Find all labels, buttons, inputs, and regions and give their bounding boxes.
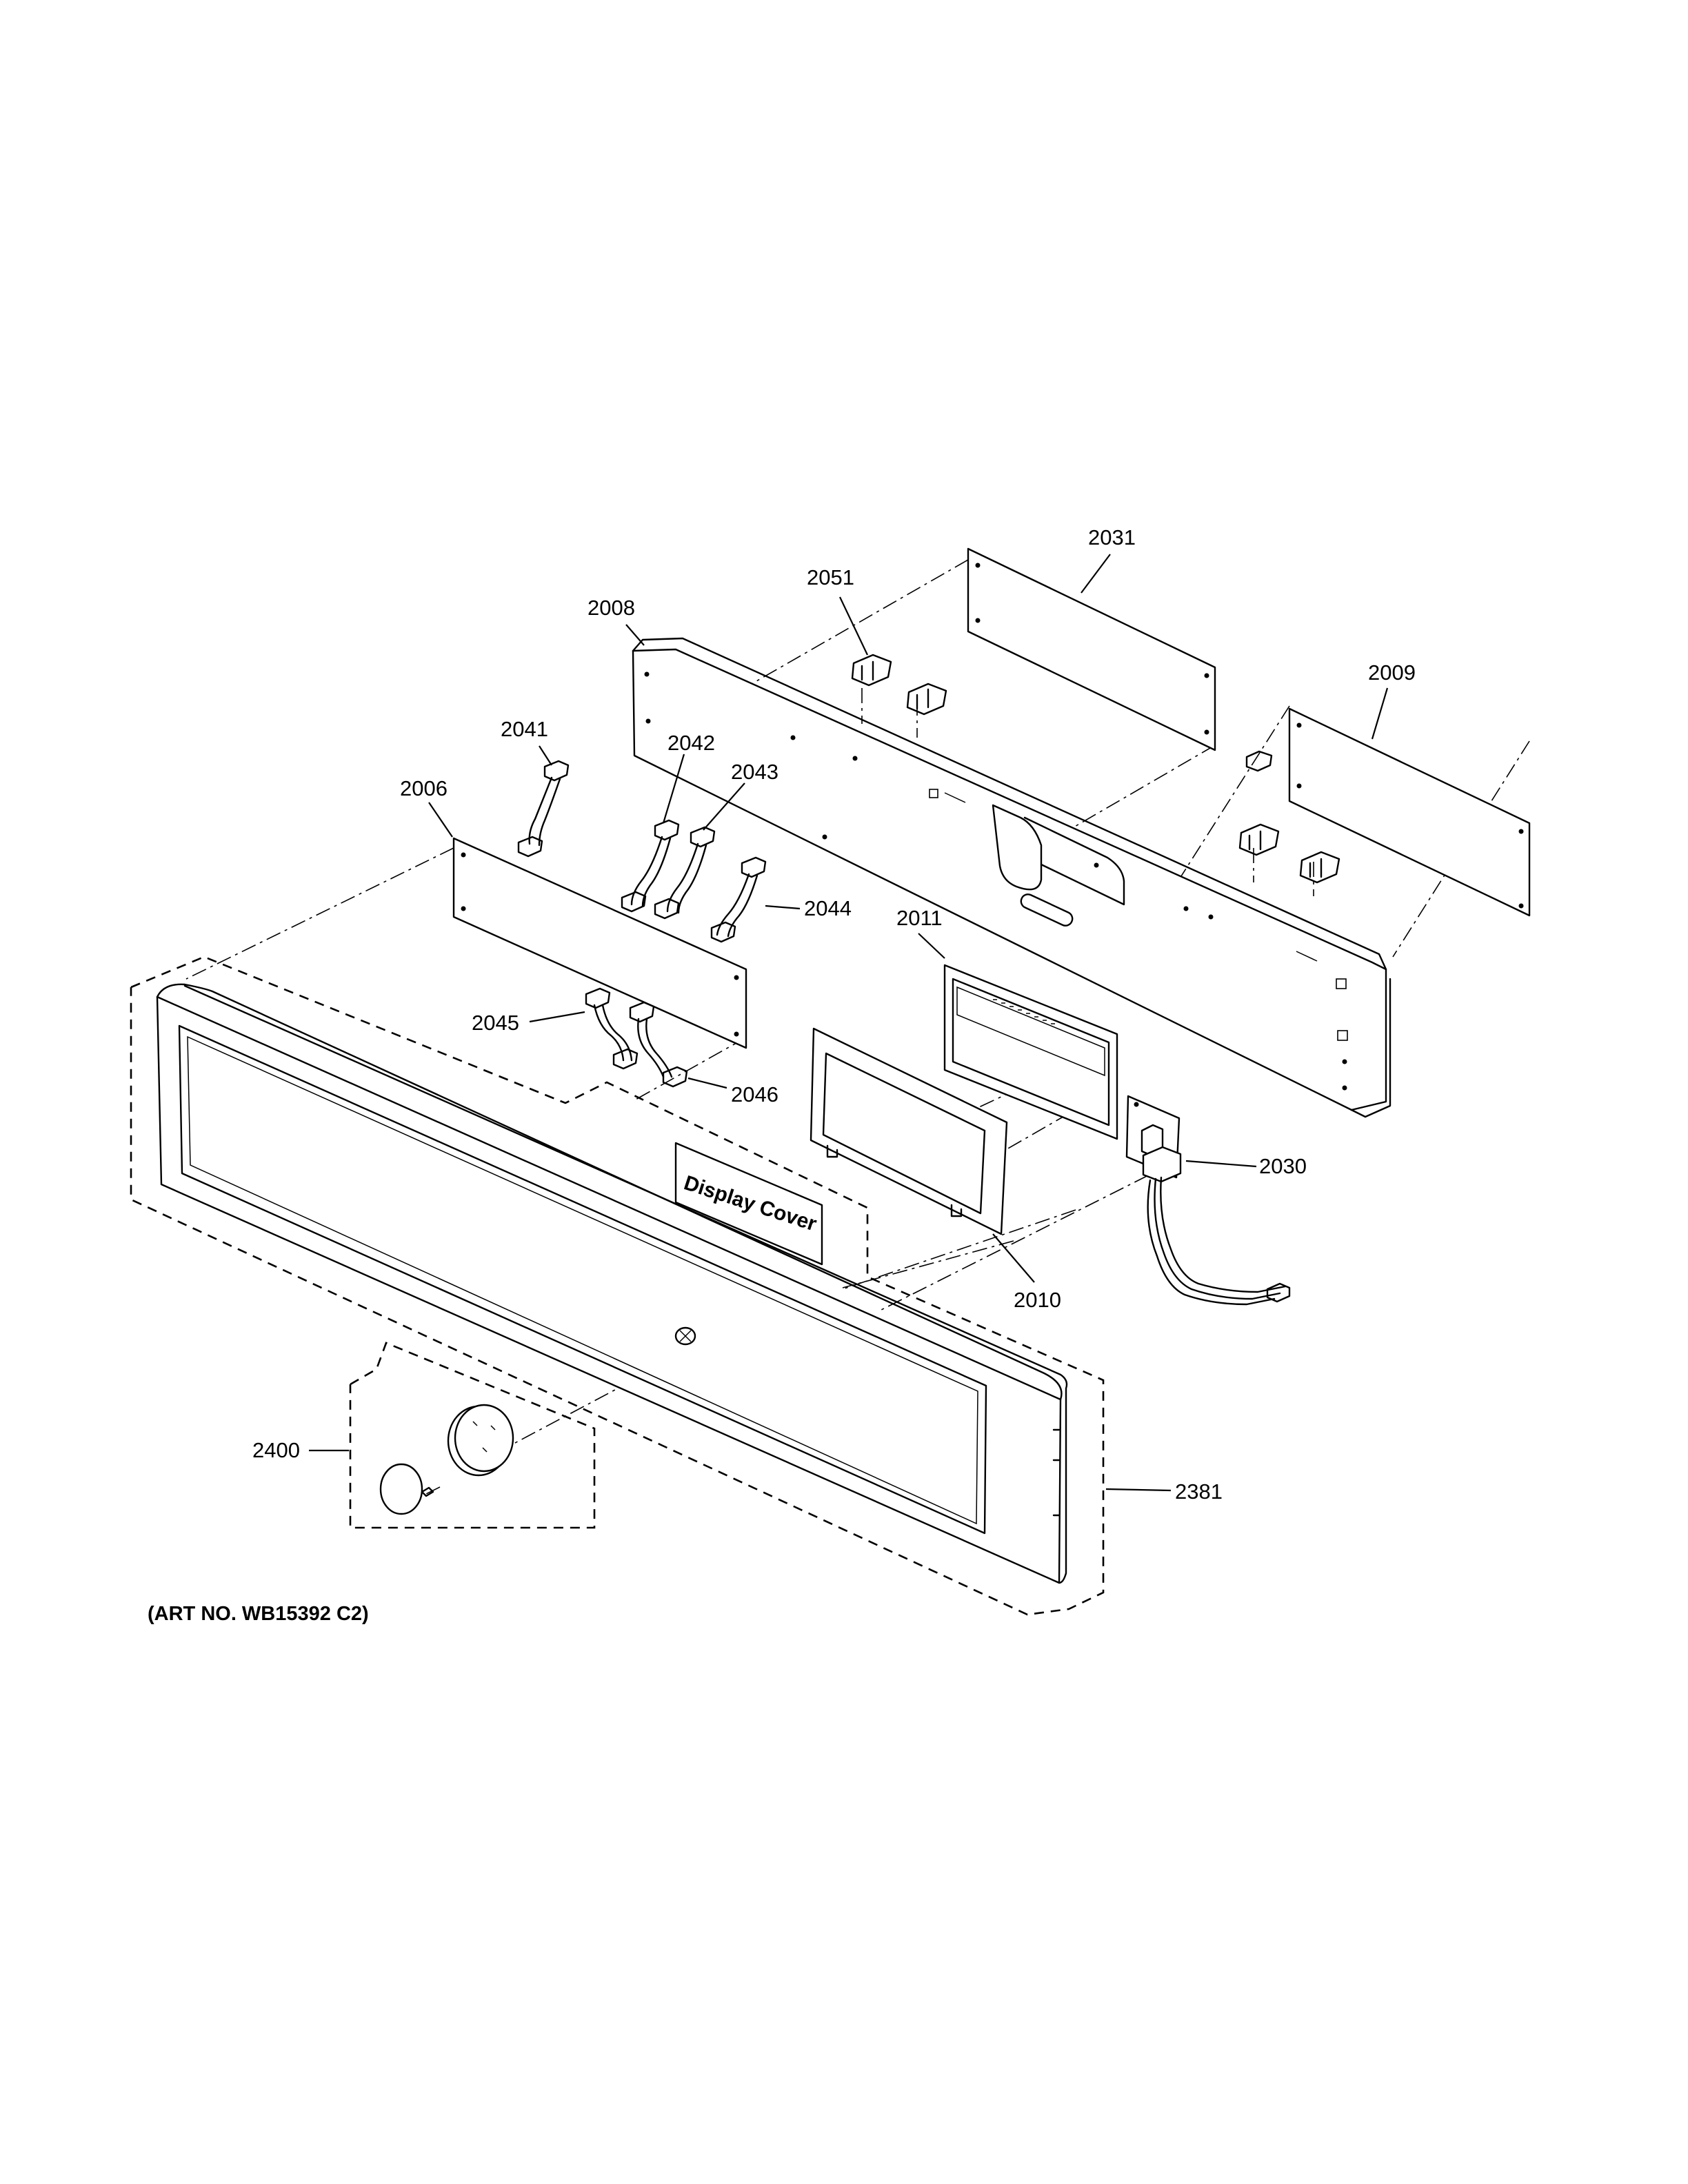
callout-2046: 2046 [731,1082,778,1106]
part-2051-connectors [851,654,947,716]
callout-2044: 2044 [804,896,852,920]
callout-2006: 2006 [400,776,448,800]
callout-2381: 2381 [1175,1479,1223,1504]
callout-2041: 2041 [501,717,548,741]
callout-2009: 2009 [1368,660,1416,685]
part-2006-control-board [452,837,747,1049]
part-2008-mounting-bracket [632,637,1391,1118]
leader-lines [309,554,1389,1492]
callout-2010: 2010 [1014,1288,1061,1312]
callout-2045: 2045 [472,1011,519,1035]
part-2010-display-frame [810,1027,1008,1235]
part-wire-harnesses [517,760,767,1088]
group-outlines [130,956,1105,1616]
callout-2008: 2008 [587,596,635,620]
part-2009-connectors [1238,823,1340,884]
part-2009-control-board [1245,707,1531,917]
part-2011-display [943,964,1118,1140]
part-2031-control-board [967,547,1216,751]
art-number: (ART NO. WB15392 C2) [148,1603,369,1625]
callout-2031: 2031 [1088,525,1136,549]
callout-2030: 2030 [1259,1154,1307,1178]
projection-lines [185,559,1530,1497]
part-2030-harness [1125,1095,1291,1306]
callout-labels: 2031 2051 2008 2009 2041 2042 2043 2006 … [252,525,1416,1504]
callout-2043: 2043 [731,760,778,784]
callout-2400: 2400 [252,1438,300,1462]
callout-2051: 2051 [807,565,854,589]
callout-2042: 2042 [667,731,715,755]
callout-2011: 2011 [896,906,943,930]
part-2400-knob [379,1404,514,1515]
part-2381-front-panel [156,983,1068,1584]
